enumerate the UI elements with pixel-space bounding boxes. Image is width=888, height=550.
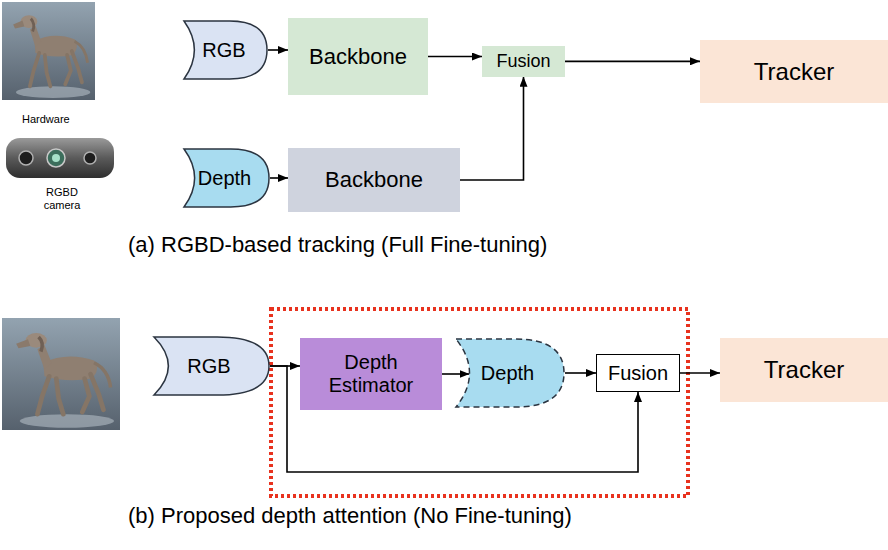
- device-label: Hardware: [22, 113, 70, 126]
- input-shape: Depth: [183, 148, 270, 208]
- node-label: Tracker: [764, 356, 844, 384]
- shape-outline: [184, 149, 269, 207]
- node-label: Tracker: [754, 58, 834, 86]
- device-label: RGBD camera: [34, 186, 90, 212]
- rgbd-camera-picture: [6, 138, 114, 178]
- fusion-box: Fusion: [482, 46, 565, 77]
- connector-arrow: [460, 77, 524, 180]
- connector-arrow: [442, 373, 470, 375]
- process-box: Depth Estimator: [300, 338, 442, 410]
- shape-outline: [154, 337, 269, 395]
- connector-arrow: [565, 61, 700, 63]
- connector-arrow: [428, 56, 482, 58]
- tracker-box: Tracker: [700, 40, 888, 103]
- subfigure-caption: (b) Proposed depth attention (No Fine-tu…: [128, 503, 572, 529]
- connector-arrow: [680, 372, 720, 374]
- input-shape: RGB: [153, 336, 270, 396]
- process-box: Backbone: [288, 18, 428, 95]
- estimated-shape: Depth: [455, 338, 565, 408]
- module-bracket: [271, 309, 688, 496]
- fusion-box: Fusion: [596, 354, 680, 392]
- node-label: Depth Estimator: [308, 351, 434, 397]
- input-shape: RGB: [183, 20, 268, 80]
- node-label: Depth: [481, 362, 534, 385]
- node-label: RGB: [187, 355, 230, 378]
- node-label: Depth: [198, 167, 251, 190]
- node-label: Fusion: [496, 51, 550, 72]
- process-box: Backbone: [288, 148, 460, 212]
- dog-photo: [2, 318, 120, 430]
- node-label: Backbone: [309, 44, 407, 69]
- connector-arrow: [268, 49, 288, 51]
- node-label: Fusion: [608, 362, 668, 385]
- subfigure-caption: (a) RGBD-based tracking (Full Fine-tunin…: [128, 232, 547, 258]
- node-label: Backbone: [325, 167, 423, 192]
- node-label: RGB: [202, 39, 245, 62]
- connector-arrow: [565, 372, 596, 374]
- tracker-box: Tracker: [720, 338, 888, 402]
- shape-outline: [184, 21, 267, 79]
- dog-photo: [2, 2, 95, 100]
- shape-outline: [456, 339, 564, 407]
- connector-arrow: [270, 177, 288, 179]
